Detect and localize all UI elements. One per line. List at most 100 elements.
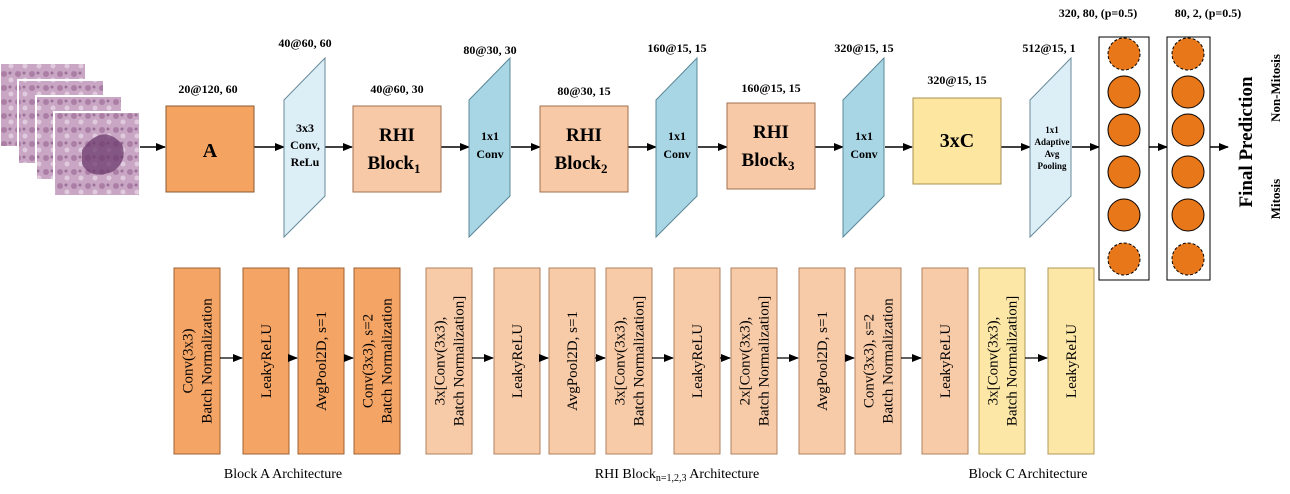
fc2-neuron [1171, 155, 1205, 189]
pool-line1: 1x1 [1045, 125, 1059, 135]
rhi-arch-layer-text: LeakyReLU [938, 324, 954, 398]
svg-text:Block1: Block1 [368, 153, 421, 176]
fc2-neuron [1171, 113, 1205, 147]
block-a-arch-layer-box [173, 267, 221, 455]
fc1-dim: 320, 80, (p=0.5) [1059, 6, 1138, 20]
final-prediction: Final Prediction Non-Mitosis Mitosis [1236, 54, 1283, 219]
rhi-block-2: 80@30, 15 RHI Block2 [539, 84, 629, 193]
block-a-arch-layer-text: AvgPool2D, s=1 [314, 311, 330, 411]
fc1-neuron [1107, 155, 1141, 189]
fc-layer-2: 80, 2, (p=0.5) [1166, 6, 1241, 281]
block-a-arch-layer-box [353, 267, 401, 455]
fc2-neuron [1171, 198, 1205, 232]
conv2-line1: 1x1 [481, 129, 499, 143]
final-prediction-label: Final Prediction [1236, 76, 1257, 207]
block-a-label: A [203, 140, 218, 162]
pool-dim: 512@15, 1 [1022, 41, 1075, 55]
rhi-arch-layer-box [425, 267, 473, 455]
rhi-block-3: 160@15, 15 RHI Block3 [726, 81, 816, 190]
block-c-arch-layer-text: LeakyReLU [1064, 324, 1080, 398]
block-c-arch-layer-box [1047, 267, 1095, 455]
block-a-caption: Block A Architecture [224, 467, 342, 482]
rhi-arch-layer-box [673, 267, 721, 455]
class-non-mitosis: Non-Mitosis [1268, 54, 1283, 122]
rhi-arch-layer-box [921, 267, 969, 455]
block-a-arch-layer-box [242, 267, 290, 455]
block-a-arch-layer-text: Conv(3x3) [181, 329, 197, 394]
fc1-neuron [1107, 242, 1141, 276]
rhi-block-1: 40@60, 30 RHI Block1 [352, 82, 442, 193]
rhi-caption-main: RHI Block [595, 467, 656, 482]
fc2-neuron [1171, 75, 1205, 109]
rhi-arch-layer-box [493, 267, 541, 455]
rhi-arch-layer-box [730, 267, 778, 455]
conv-1x1-b: 160@15, 15 1x1 Conv [647, 41, 707, 239]
rhi1-label: RHI [379, 125, 415, 146]
rhi-arch-layer-text: AvgPool2D, s=1 [565, 311, 581, 411]
block-a-arch-layer-text: Conv(3x3), s=2 [361, 314, 377, 408]
rhi1-label2: Block [368, 153, 415, 174]
fc2-neuron [1171, 37, 1205, 71]
rhi-caption-sub: n=1,2,3 [656, 473, 687, 484]
svg-text:Block2: Block2 [555, 153, 608, 176]
fc2-neuron [1171, 242, 1205, 276]
fc1-neuron [1107, 113, 1141, 147]
rhi-arch-layer-text: AvgPool2D, s=1 [815, 311, 831, 411]
block-c-caption: Block C Architecture [969, 467, 1088, 482]
rhi3-dim: 160@15, 15 [741, 81, 800, 95]
conv3-line1: 1x1 [668, 129, 686, 143]
rhi-caption: RHI Blockn=1,2,3 Architecture [595, 467, 759, 484]
block-c-arch-layer-text: Batch Normalization] [1005, 296, 1021, 426]
pool-line3: Avg [1045, 149, 1060, 159]
rhi-arch-layer-text: Batch Normalization [881, 298, 897, 424]
rhi2-label: RHI [566, 125, 602, 146]
conv1-line3: ReLu [291, 155, 320, 169]
block-c-label: 3xC [940, 130, 974, 152]
class-mitosis: Mitosis [1268, 179, 1283, 219]
rhi-arch-layer-text: 3x[Conv(3x3), [433, 317, 449, 406]
block-a-arch-layer-text: Batch Normalization [380, 298, 396, 424]
conv-1x1-c: 320@15, 15 1x1 Conv [834, 41, 894, 239]
conv1-line1: 3x3 [296, 121, 314, 135]
fc1-neuron [1107, 198, 1141, 232]
rhi-arch-layer-text: 3x[Conv(3x3), [613, 317, 629, 406]
conv3-line2: Conv [663, 147, 690, 161]
rhi3-label: RHI [753, 122, 789, 143]
conv4-dim: 320@15, 15 [834, 41, 893, 55]
conv2-dim: 80@30, 30 [463, 43, 516, 57]
fc1-neuron [1107, 37, 1141, 71]
rhi1-dim: 40@60, 30 [370, 82, 423, 96]
rhi2-sub: 2 [601, 161, 608, 176]
rhi3-sub: 3 [788, 158, 795, 173]
block-c: 320@15, 15 3xC [912, 73, 1002, 185]
block-c-arch-layer-box [978, 267, 1026, 455]
rhi-arch-layer-box [548, 267, 596, 455]
rhi-arch-layer-text: Conv(3x3), s=2 [862, 314, 878, 408]
rhi3-label2: Block [742, 150, 789, 171]
rhi2-label2: Block [555, 153, 602, 174]
rhi-arch-layer-text: Batch Normalization] [632, 296, 648, 426]
adaptive-avg-pooling: 512@15, 1 1x1 Adaptive Avg Pooling [1022, 41, 1076, 239]
input-image-stack [0, 62, 141, 197]
block-a: A 20@120, 60 [165, 82, 255, 193]
conv2-line2: Conv [476, 147, 503, 161]
conv1-line2: Conv, [290, 138, 320, 152]
block-c-arch-layer-text: 3x[Conv(3x3), [986, 317, 1002, 406]
rhi-arch-layer-text: LeakyReLU [510, 324, 526, 398]
rhi-arch-layer-text: LeakyReLU [690, 324, 706, 398]
conv3-dim: 160@15, 15 [647, 41, 706, 55]
svg-text:Block3: Block3 [742, 150, 795, 173]
rhi-arch-layer-box [854, 267, 902, 455]
block-a-arch-layer-text: LeakyReLU [259, 324, 275, 398]
rhi2-dim: 80@30, 15 [557, 84, 610, 98]
rhi-arch-layer-text: 2x[Conv(3x3), [738, 317, 754, 406]
conv1-dim: 40@60, 60 [278, 36, 331, 50]
rhi1-sub: 1 [414, 161, 421, 176]
conv-1x1-a: 80@30, 30 1x1 Conv [463, 43, 517, 239]
rhi-arch-layer-text: Batch Normalization] [757, 296, 773, 426]
conv4-line2: Conv [850, 147, 877, 161]
pool-line2: Adaptive [1034, 137, 1069, 147]
conv4-line1: 1x1 [855, 129, 873, 143]
rhi-caption-tail: Architecture [687, 467, 760, 482]
